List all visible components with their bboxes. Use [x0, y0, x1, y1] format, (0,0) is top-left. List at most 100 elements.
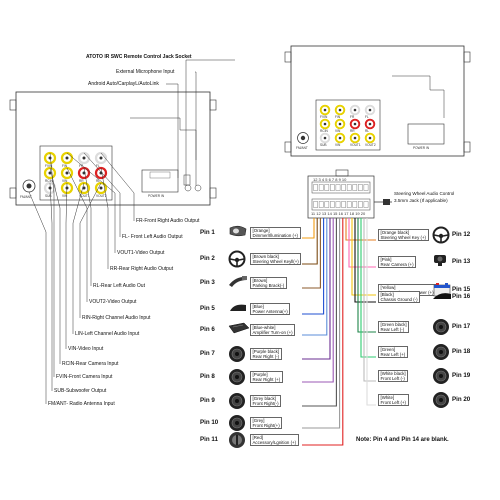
- pin-description: [Purple black]Rear Right (-): [250, 348, 282, 360]
- ground-icon: [432, 288, 452, 306]
- wire-color: [White]: [380, 395, 395, 400]
- head-unit-left: [9, 91, 217, 206]
- connector-slot: [352, 184, 358, 191]
- label-rin: RIN-Right Channel Audio Input: [82, 315, 151, 321]
- pin-description: [Green black]Rear Left (-): [378, 321, 410, 333]
- wire-left-2: [302, 218, 321, 289]
- connector-slot: [318, 184, 324, 191]
- steering-audio-jack: [374, 199, 392, 205]
- wire-function: Power Antenna(+): [252, 309, 288, 314]
- rca-jack-pin: [353, 122, 357, 126]
- leader-mic: [195, 71, 197, 186]
- wire-color: [Purple black]: [252, 349, 280, 354]
- connector-slots: [313, 184, 369, 208]
- pin-label: Pin 12: [452, 231, 471, 238]
- wire-color: [Orange black]: [380, 230, 410, 235]
- label-rr-output: RR-Rear Right Audio Output: [110, 266, 174, 272]
- pin-label: Pin 18: [452, 348, 471, 355]
- rca-jack-pin: [323, 122, 327, 126]
- label-sub: SUB-Subwoofer Output: [54, 388, 107, 394]
- rca-jack-pin: [82, 186, 86, 190]
- wire-function: Chassis Ground (-): [380, 297, 418, 302]
- pin-description: [Grey black]Front Right(-): [250, 395, 282, 407]
- wire-function: Rear Left (+): [380, 352, 406, 357]
- rca-jack-pin: [353, 136, 357, 140]
- rca-jack-pin: [82, 156, 86, 160]
- jack-label: VOUT2: [96, 194, 107, 198]
- wire-function: Dimmer/Illumination (+): [252, 233, 299, 238]
- label-fr-output: FR-Front Right Audio Output: [136, 218, 200, 224]
- pin-description: [Black]Chassis Ground (-): [378, 291, 421, 303]
- wire-function: Parking Brack(-): [252, 283, 285, 288]
- wire-color: [Orange]: [252, 228, 270, 233]
- rca-jack-pin: [65, 156, 69, 160]
- leader-output-3: [100, 167, 109, 269]
- pin-label: Pin 7: [200, 350, 215, 357]
- jack-label: VIN: [62, 194, 68, 198]
- wire-left-5: [302, 218, 331, 360]
- connector-slot: [341, 184, 346, 191]
- connector-slot: [358, 184, 363, 191]
- jack-label: RL: [96, 179, 101, 183]
- rca-jack-pin: [368, 122, 372, 126]
- wire-function: Steering Wheel Key (+): [380, 235, 427, 240]
- head-unit-right: [284, 45, 471, 157]
- leader-output-10: [49, 152, 55, 377]
- jack-label: RR: [350, 129, 355, 133]
- wire-color: [Grey black]: [252, 396, 276, 401]
- label-vout2: VOUT2-Video Output: [89, 299, 137, 305]
- jack-label: SUB: [45, 194, 52, 198]
- leader-ir-jack: [185, 59, 235, 186]
- rca-jack-pin: [99, 186, 103, 190]
- wire-function: Amplifier Turn-on (+): [252, 330, 293, 335]
- connector-slot: [313, 184, 318, 191]
- connector-slot: [330, 184, 335, 191]
- pin-description: [White]Front Left (+): [378, 394, 409, 406]
- leader-output-2: [66, 152, 116, 253]
- connector-slot: [363, 184, 369, 191]
- pin-label: Pin 13: [452, 258, 471, 265]
- label-vout1: VOUT1-Video Output: [117, 250, 165, 256]
- wire-color: [White black]: [380, 371, 406, 376]
- rca-jacks-left: [43, 151, 108, 195]
- rca-jack-pin: [338, 122, 342, 126]
- jack-label: RL: [365, 129, 370, 133]
- camera-icon: [432, 253, 448, 272]
- wire-function: Front Right(+): [252, 423, 280, 428]
- wire-function: Accessory/Lgnition (+): [252, 440, 297, 445]
- pin-label: Pin 9: [200, 397, 215, 404]
- wire-function: Front Right(-): [252, 401, 279, 406]
- wire-function: Steering Wheel Keyll(+): [252, 259, 299, 264]
- wire-right-0: [345, 218, 376, 241]
- antenna-icon: [228, 300, 248, 318]
- pin-label: Pin 17: [452, 323, 471, 330]
- wire-color: [Green black]: [380, 322, 407, 327]
- wire-right-6: [363, 218, 376, 382]
- pin-label: Pin 15: [452, 286, 471, 293]
- pin-description: [Purple]Rear Right (+): [250, 371, 283, 383]
- power-in-label-right: POWER IN: [413, 146, 430, 150]
- power-in-label-left: POWER IN: [148, 194, 165, 198]
- connector-slot: [358, 201, 363, 208]
- jack-label: FIN: [335, 115, 341, 119]
- wire-color: [Brown]: [252, 278, 268, 283]
- pin-label: Pin 5: [200, 305, 215, 312]
- amplifier-icon: [228, 321, 250, 340]
- pin-description: [Pink]Rear Camera (+): [378, 256, 417, 268]
- pin-label: Pin 11: [200, 436, 218, 443]
- wire-left-3: [302, 218, 325, 315]
- rca-jack-pin: [323, 136, 327, 140]
- leader-android: [166, 83, 179, 178]
- parking-brake-icon: [228, 274, 248, 293]
- fm-ant-label-left: FM/ANT: [20, 195, 32, 199]
- pin-description: [Red]Accessory/Lgnition (+): [250, 434, 299, 446]
- connector-slot: [335, 184, 341, 191]
- jack-label: VIN: [335, 129, 341, 133]
- leader-output-1: [83, 152, 121, 237]
- pin-description: [Brown]Parking Brack(-): [250, 277, 287, 289]
- wire-color: [Grey]: [252, 418, 265, 423]
- jack-label: VOUT1: [350, 143, 361, 147]
- jack-label: SUB: [320, 143, 327, 147]
- connector-slot: [341, 201, 346, 208]
- wire-function: Rear Left (-): [380, 327, 405, 332]
